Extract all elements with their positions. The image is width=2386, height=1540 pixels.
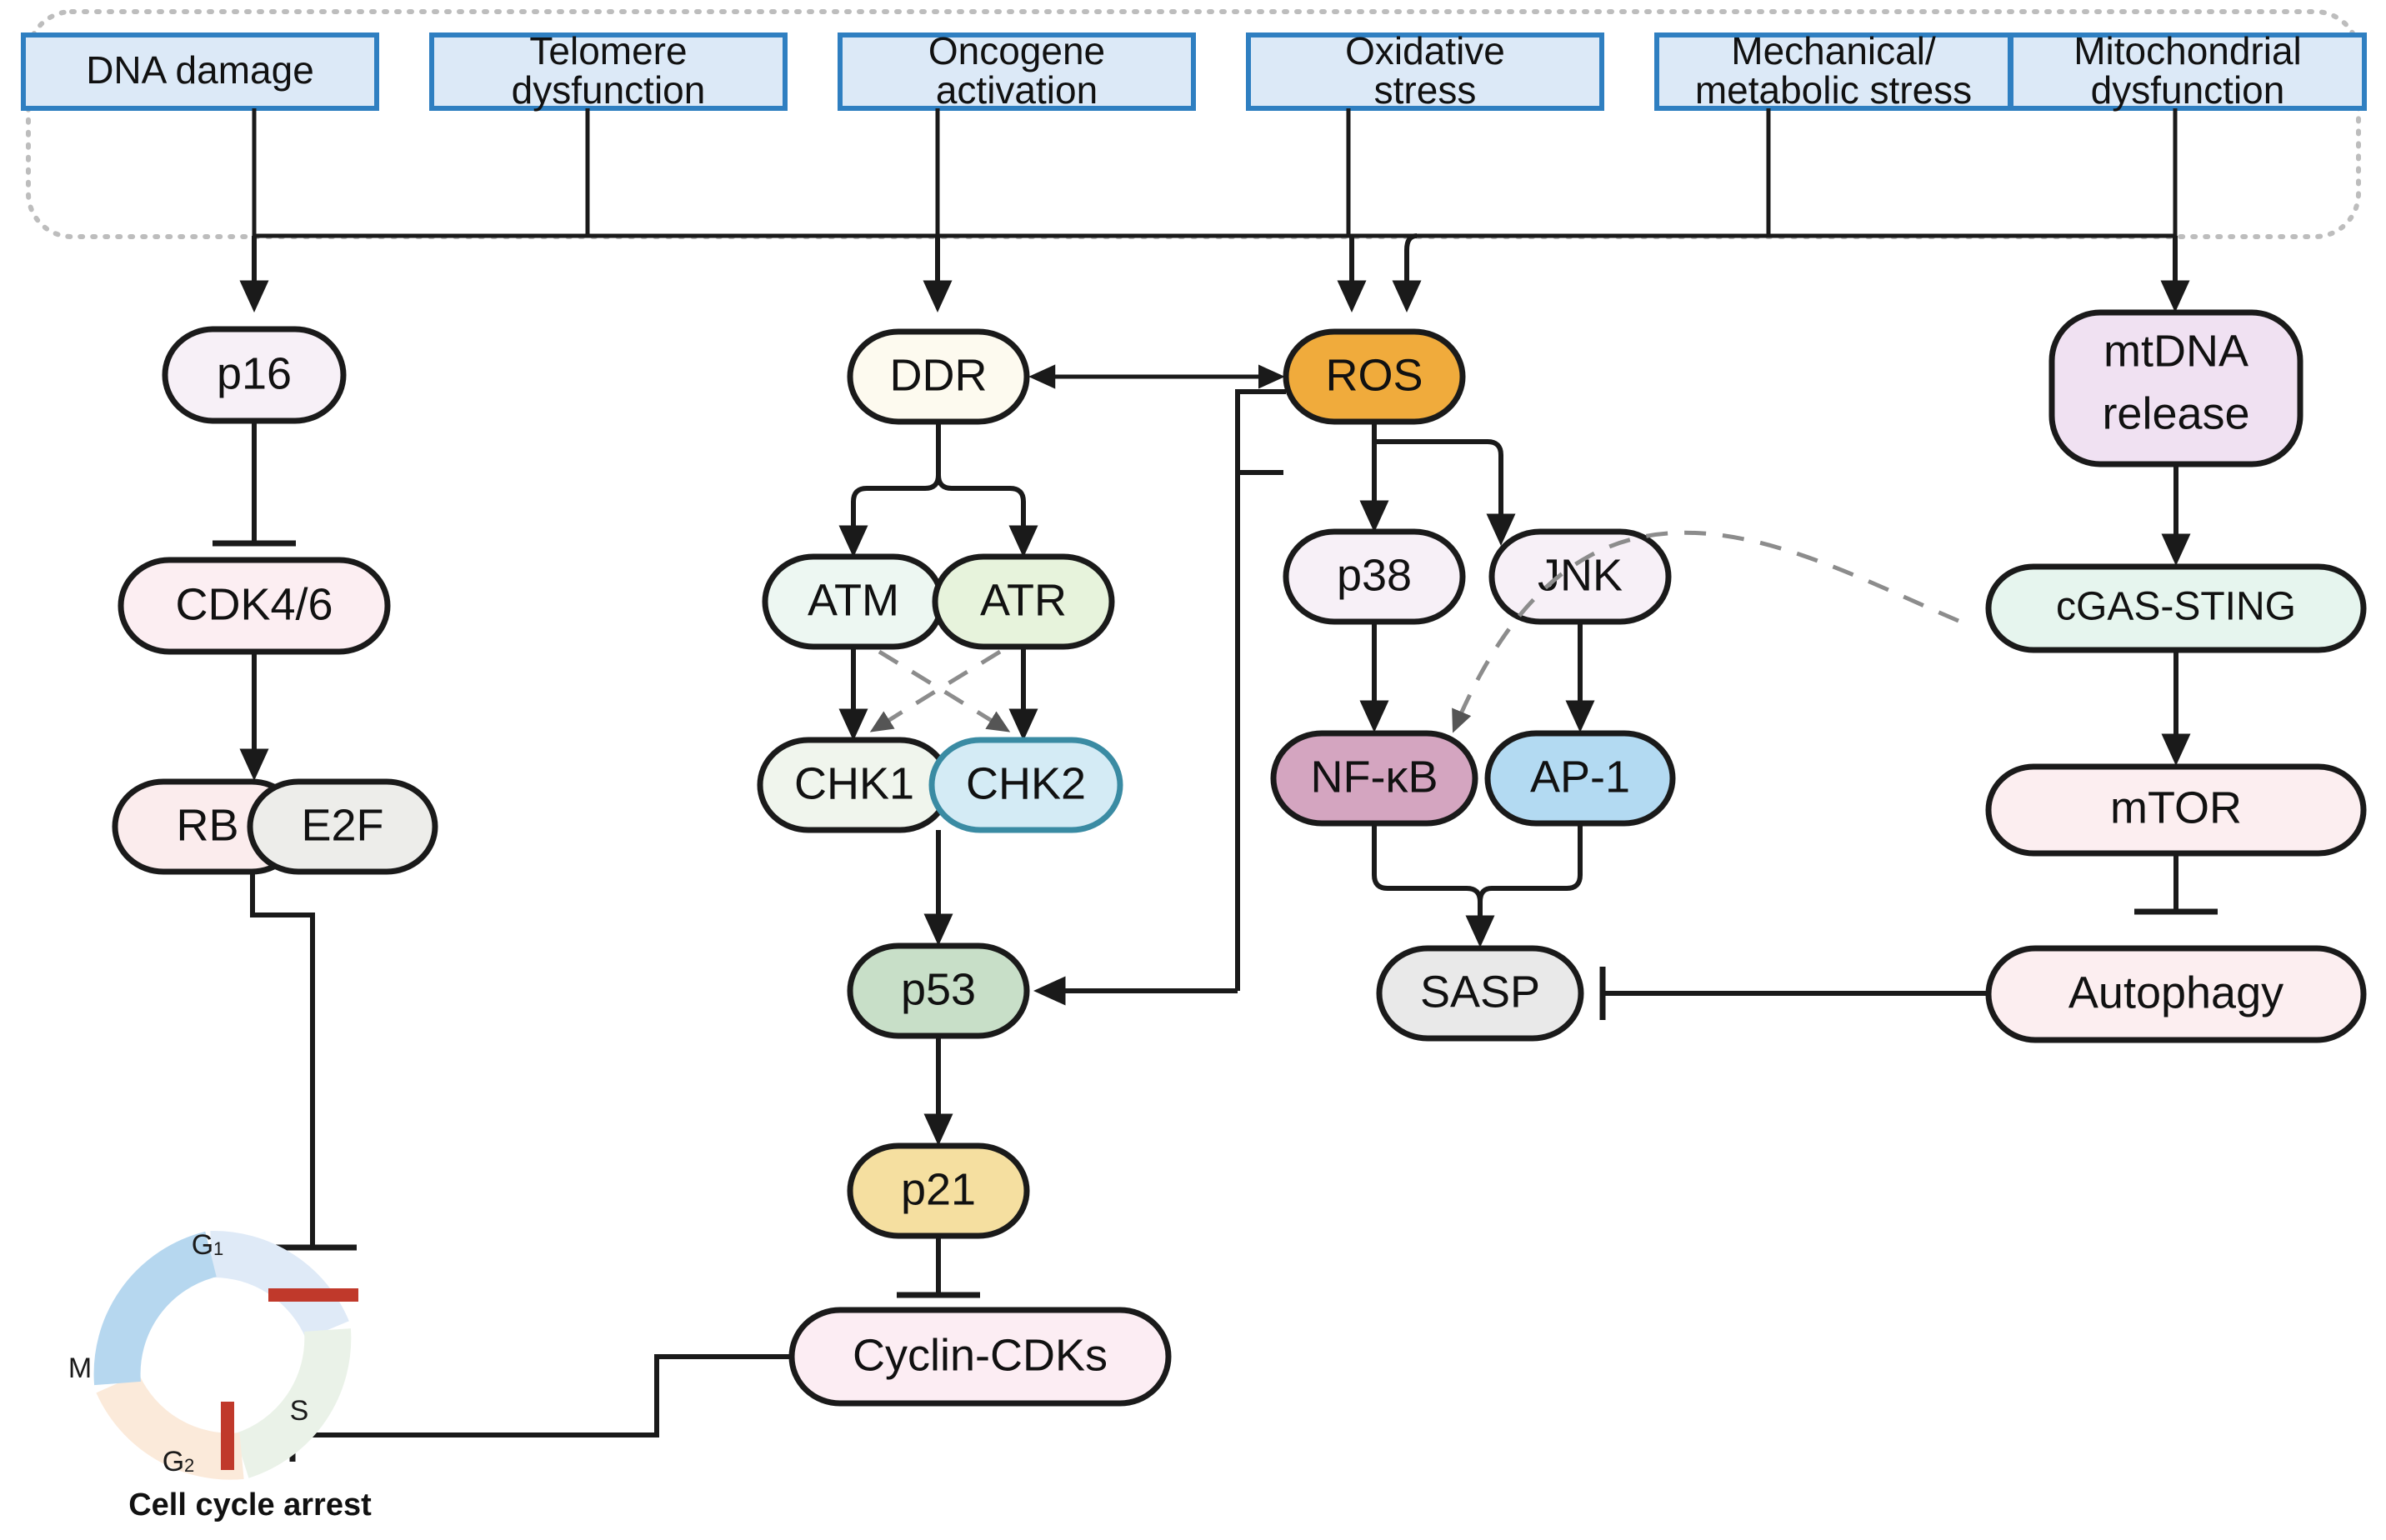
node-mtor[interactable]: mTOR bbox=[1985, 763, 2367, 857]
node-p38[interactable]: p38 bbox=[1283, 528, 1466, 625]
node-p53[interactable]: p53 bbox=[847, 942, 1030, 1039]
node-label: DDR bbox=[890, 350, 988, 400]
cell-cycle-arc-s bbox=[233, 1328, 352, 1478]
edge-cgas-to-nfkb-dashed bbox=[1452, 530, 1959, 733]
stimulus-box-mitochondrial-dysfunction[interactable]: Mitochondrial dysfunction bbox=[2008, 29, 2367, 112]
node-sasp[interactable]: SASP bbox=[1376, 945, 1584, 1042]
node-label: NF-κB bbox=[1311, 752, 1438, 802]
stimulus-label-line2: dysfunction bbox=[2091, 68, 2285, 112]
stimulus-label-line1: Oxidative bbox=[1345, 29, 1505, 72]
stimulus-box-dna-damage[interactable]: DNA damage bbox=[21, 32, 379, 111]
stimulus-label-line2: metabolic stress bbox=[1695, 68, 1972, 112]
node-mtdna-release[interactable]: mtDNA release bbox=[2048, 309, 2303, 468]
node-label: CHK2 bbox=[966, 758, 1086, 808]
stimulus-label: DNA damage bbox=[86, 48, 314, 92]
stimulus-box-telomere-dysfunction[interactable]: Telomere dysfunction bbox=[429, 29, 788, 112]
svg-text:G: G bbox=[192, 1229, 213, 1261]
node-nfkb[interactable]: NF-κB bbox=[1270, 730, 1478, 827]
edge-autophagy-inhibits-sasp bbox=[1599, 967, 2003, 1020]
node-label: ATR bbox=[980, 575, 1067, 625]
node-autophagy[interactable]: Autophagy bbox=[1985, 945, 2367, 1043]
node-cgas-sting[interactable]: cGAS-STING bbox=[1985, 563, 2367, 653]
node-label: JNK bbox=[1538, 550, 1623, 600]
stimulus-label-line2: stress bbox=[1374, 68, 1477, 112]
node-ros[interactable]: ROS bbox=[1283, 328, 1466, 425]
edge-mechanical-to-ros bbox=[1392, 233, 1422, 312]
node-label-line2: release bbox=[2102, 388, 2249, 438]
edge-cyclincdks-inhibits-g2m bbox=[289, 1354, 792, 1462]
node-atr[interactable]: ATR bbox=[932, 553, 1115, 650]
svg-text:1: 1 bbox=[213, 1238, 223, 1259]
node-label: ATM bbox=[808, 575, 899, 625]
stimulus-box-oncogene-activation[interactable]: Oncogene activation bbox=[838, 29, 1196, 112]
edge-mtor-inhibits-autophagy bbox=[2134, 853, 2218, 915]
node-chk2[interactable]: CHK2 bbox=[928, 737, 1123, 833]
cell-cycle-arc-g1 bbox=[210, 1230, 349, 1340]
stimulus-box-mechanical-metabolic-stress[interactable]: Mechanical/ metabolic stress bbox=[1654, 29, 2013, 112]
node-label: CHK1 bbox=[794, 758, 914, 808]
node-ap1[interactable]: AP-1 bbox=[1484, 730, 1676, 827]
node-chk1[interactable]: CHK1 bbox=[757, 737, 952, 833]
node-label: Cyclin-CDKs bbox=[853, 1330, 1108, 1380]
node-label: p53 bbox=[901, 964, 976, 1014]
node-jnk[interactable]: JNK bbox=[1488, 528, 1672, 625]
node-label-line1: mtDNA bbox=[2103, 326, 2248, 376]
edge-ddr-splits-to-atm-atr bbox=[838, 422, 1038, 558]
node-label: p38 bbox=[1337, 550, 1412, 600]
edge-rbe2f-inhibits-g1s bbox=[250, 872, 357, 1251]
stimulus-label-line1: Telomere bbox=[529, 29, 687, 72]
node-label: SASP bbox=[1420, 967, 1540, 1017]
node-label: AP-1 bbox=[1530, 752, 1630, 802]
arrest-mark-g1s bbox=[268, 1288, 358, 1302]
cell-cycle-label-m: M bbox=[68, 1352, 92, 1384]
cell-cycle-ring: G 1 S G 2 M Cell cycle arrest bbox=[68, 1229, 372, 1522]
edge-p21-inhibits-cyclincdks bbox=[897, 1236, 980, 1298]
cell-cycle-caption: Cell cycle arrest bbox=[128, 1488, 372, 1522]
stimulus-bus bbox=[252, 108, 2178, 238]
stimulus-label-line1: Mechanical/ bbox=[1731, 29, 1936, 72]
stimulus-label-line2: dysfunction bbox=[512, 68, 706, 112]
cell-cycle-label-g1: G 1 bbox=[192, 1229, 223, 1261]
edge-atr-to-chk1-dashed bbox=[869, 649, 1002, 732]
node-label: p16 bbox=[217, 348, 292, 398]
node-ddr[interactable]: DDR bbox=[847, 328, 1030, 425]
edge-ros-rail-to-p38-and-p53 bbox=[1033, 389, 1286, 1006]
cell-cycle-label-g2: G 2 bbox=[163, 1446, 194, 1478]
node-label: mTOR bbox=[2110, 782, 2242, 832]
cell-cycle-arc-m bbox=[93, 1231, 218, 1386]
node-e2f[interactable]: E2F bbox=[247, 778, 438, 875]
node-label: Autophagy bbox=[2068, 968, 2283, 1018]
node-label: CDK4/6 bbox=[175, 579, 333, 629]
node-label: p21 bbox=[901, 1164, 976, 1214]
stimulus-box-oxidative-stress[interactable]: Oxidative stress bbox=[1246, 29, 1604, 112]
stimulus-label-line2: activation bbox=[936, 68, 1098, 112]
edge-p16-inhibits-cdk46 bbox=[213, 421, 296, 547]
node-label: cGAS-STING bbox=[2056, 585, 2296, 629]
node-label: E2F bbox=[301, 800, 383, 850]
arrest-mark-g2m bbox=[221, 1402, 234, 1470]
node-p21[interactable]: p21 bbox=[847, 1142, 1030, 1239]
node-atm[interactable]: ATM bbox=[762, 553, 945, 650]
edge-ros-to-jnk bbox=[1374, 439, 1516, 546]
edge-atm-to-chk2-dashed bbox=[878, 649, 1011, 732]
node-cdk46[interactable]: CDK4/6 bbox=[118, 557, 391, 655]
node-cyclin-cdks[interactable]: Cyclin-CDKs bbox=[788, 1307, 1172, 1407]
svg-text:2: 2 bbox=[184, 1455, 194, 1476]
node-label: RB bbox=[176, 800, 238, 850]
svg-text:G: G bbox=[163, 1446, 184, 1478]
cell-cycle-label-s: S bbox=[290, 1395, 309, 1427]
stimulus-label-line1: Oncogene bbox=[928, 29, 1105, 72]
edge-nfkb-ap1-to-sasp bbox=[1372, 823, 1583, 948]
node-label: ROS bbox=[1325, 350, 1423, 400]
node-p16[interactable]: p16 bbox=[162, 326, 347, 424]
stimulus-label-line1: Mitochondrial bbox=[2073, 29, 2302, 72]
